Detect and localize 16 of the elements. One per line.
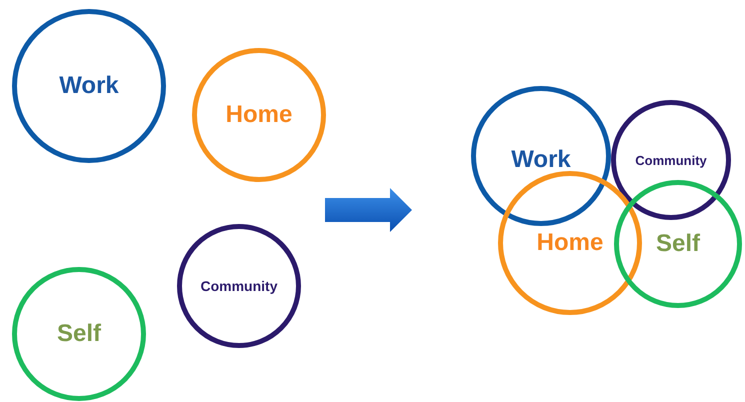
node-label: Community [200,278,278,294]
circle [498,171,642,315]
node-label: Home [536,229,604,257]
circle [471,86,611,226]
node-label: Self [56,320,101,348]
circle [12,9,166,163]
node-label: Community [635,152,707,168]
circle [614,180,742,308]
circle [192,48,326,182]
node-label: Work [59,72,119,100]
circle [12,267,146,401]
node-label: Work [511,146,571,174]
node-label: Home [226,101,292,129]
circle [177,224,301,348]
node-label: Self [656,230,700,258]
circle [611,100,731,220]
